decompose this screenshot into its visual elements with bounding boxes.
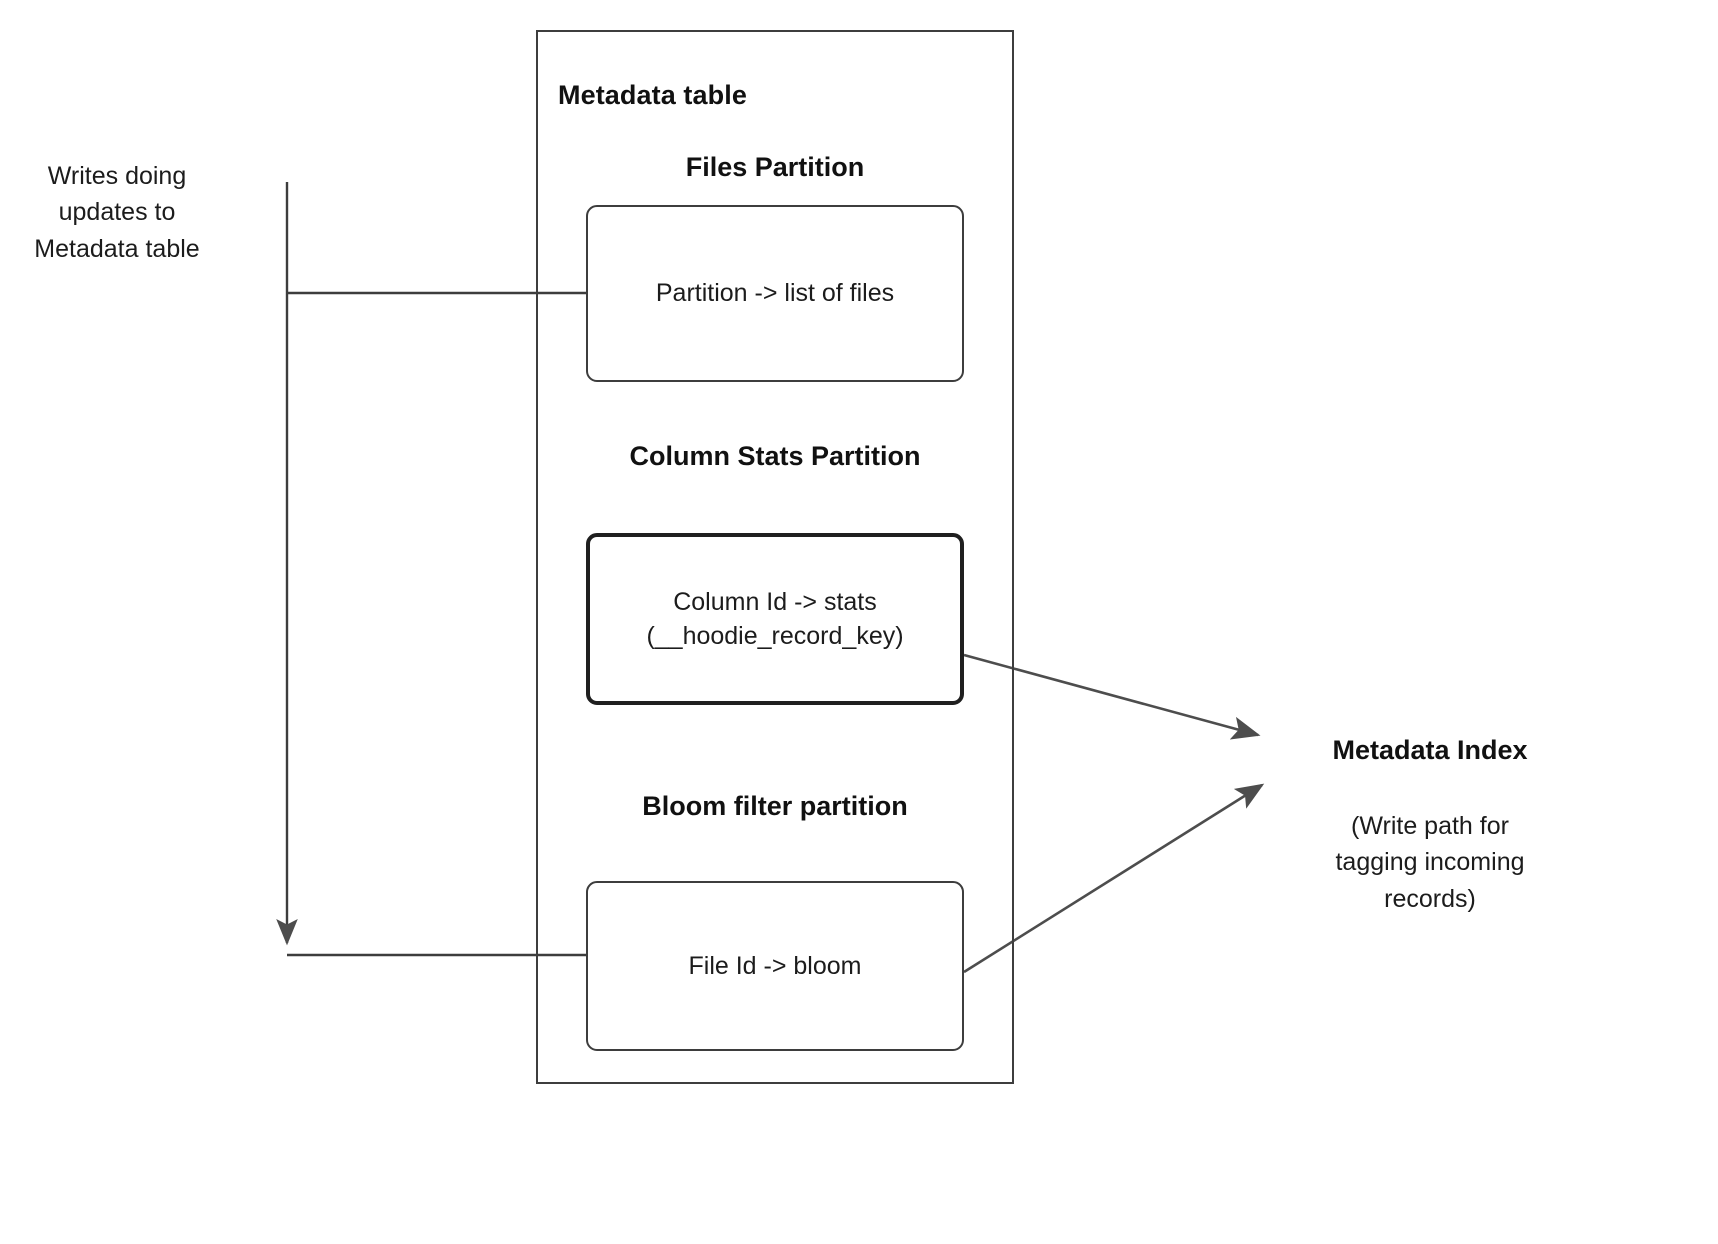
- column-stats-partition-box[interactable]: Column Id -> stats (__hoodie_record_key): [586, 533, 964, 705]
- metadata-index-title: Metadata Index: [1332, 735, 1528, 765]
- metadata-index-note: (Write path for tagging incoming records…: [1335, 812, 1525, 913]
- column-stats-partition-box-text: Column Id -> stats (__hoodie_record_key): [646, 587, 904, 651]
- bloom-filter-partition-heading: Bloom filter partition: [642, 791, 908, 821]
- metadata-table-container: [536, 30, 1014, 1084]
- bloom-filter-partition-box[interactable]: File Id -> bloom: [586, 881, 964, 1051]
- files-partition-box[interactable]: Partition -> list of files: [586, 205, 964, 382]
- bloom-filter-partition-box-text: File Id -> bloom: [688, 951, 862, 980]
- files-partition-box-text: Partition -> list of files: [655, 279, 895, 308]
- column-stats-partition-heading: Column Stats Partition: [629, 441, 921, 471]
- writes-annotation-label: Writes doing updates to Metadata table: [34, 162, 200, 263]
- metadata-table-title: Metadata table: [558, 80, 747, 110]
- files-partition-heading: Files Partition: [685, 152, 865, 182]
